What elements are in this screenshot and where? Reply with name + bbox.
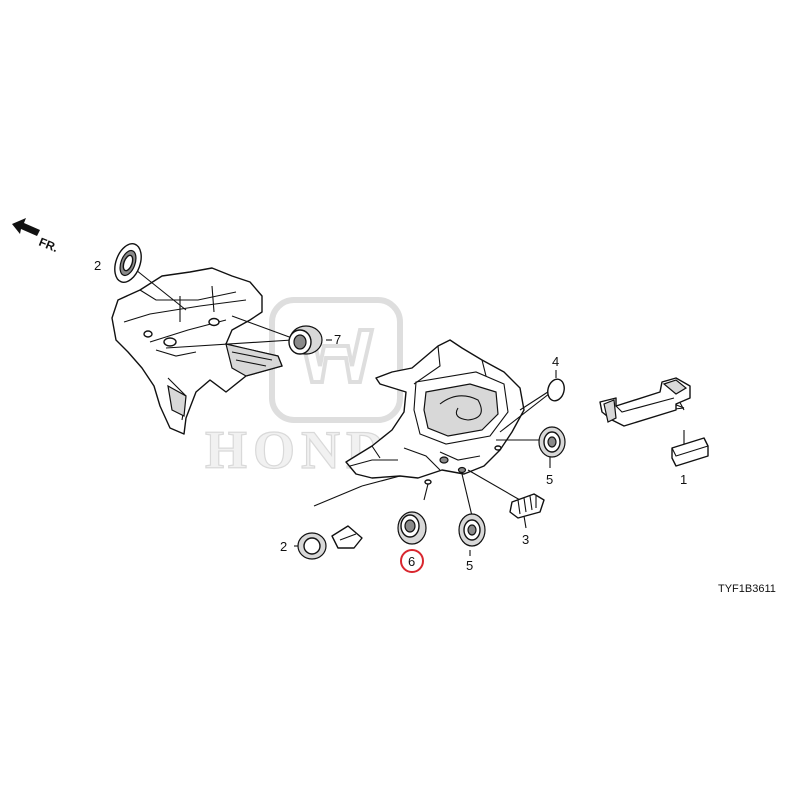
bracket-lower-left — [331, 525, 363, 549]
callout-6: 6 — [408, 554, 415, 569]
front-frame-assembly — [111, 267, 283, 435]
grommet-part-2-lower — [297, 532, 327, 560]
callout-5-lower: 5 — [466, 558, 473, 573]
grommet-part-5-upper — [538, 426, 566, 458]
callout-4: 4 — [552, 354, 559, 369]
front-label: FR. — [37, 235, 60, 255]
callout-5-upper: 5 — [546, 472, 553, 487]
diagram-reference-code: TYF1B3611 — [718, 583, 776, 595]
grommet-part-6 — [397, 511, 427, 545]
grommet-part-7 — [288, 325, 323, 355]
callout-labels: 2 7 4 5 5 3 1 2 6 — [94, 258, 687, 573]
highlighted-callout-6: 6 — [400, 549, 424, 573]
grommet-part-2-top — [114, 243, 142, 283]
grommet-part-5-lower — [458, 513, 486, 547]
callout-1: 1 — [680, 472, 687, 487]
pad-part-1 — [671, 437, 709, 467]
callout-3: 3 — [522, 532, 529, 547]
callout-7: 7 — [334, 332, 341, 347]
vent-plug-part-3 — [509, 493, 545, 519]
rear-floor-assembly — [345, 339, 525, 485]
front-direction-indicator: FR. — [12, 218, 60, 255]
bracket-assembly-part-1 — [599, 377, 691, 427]
callout-2-lower: 2 — [280, 539, 287, 554]
plug-part-4 — [547, 378, 565, 402]
callout-2-top: 2 — [94, 258, 101, 273]
